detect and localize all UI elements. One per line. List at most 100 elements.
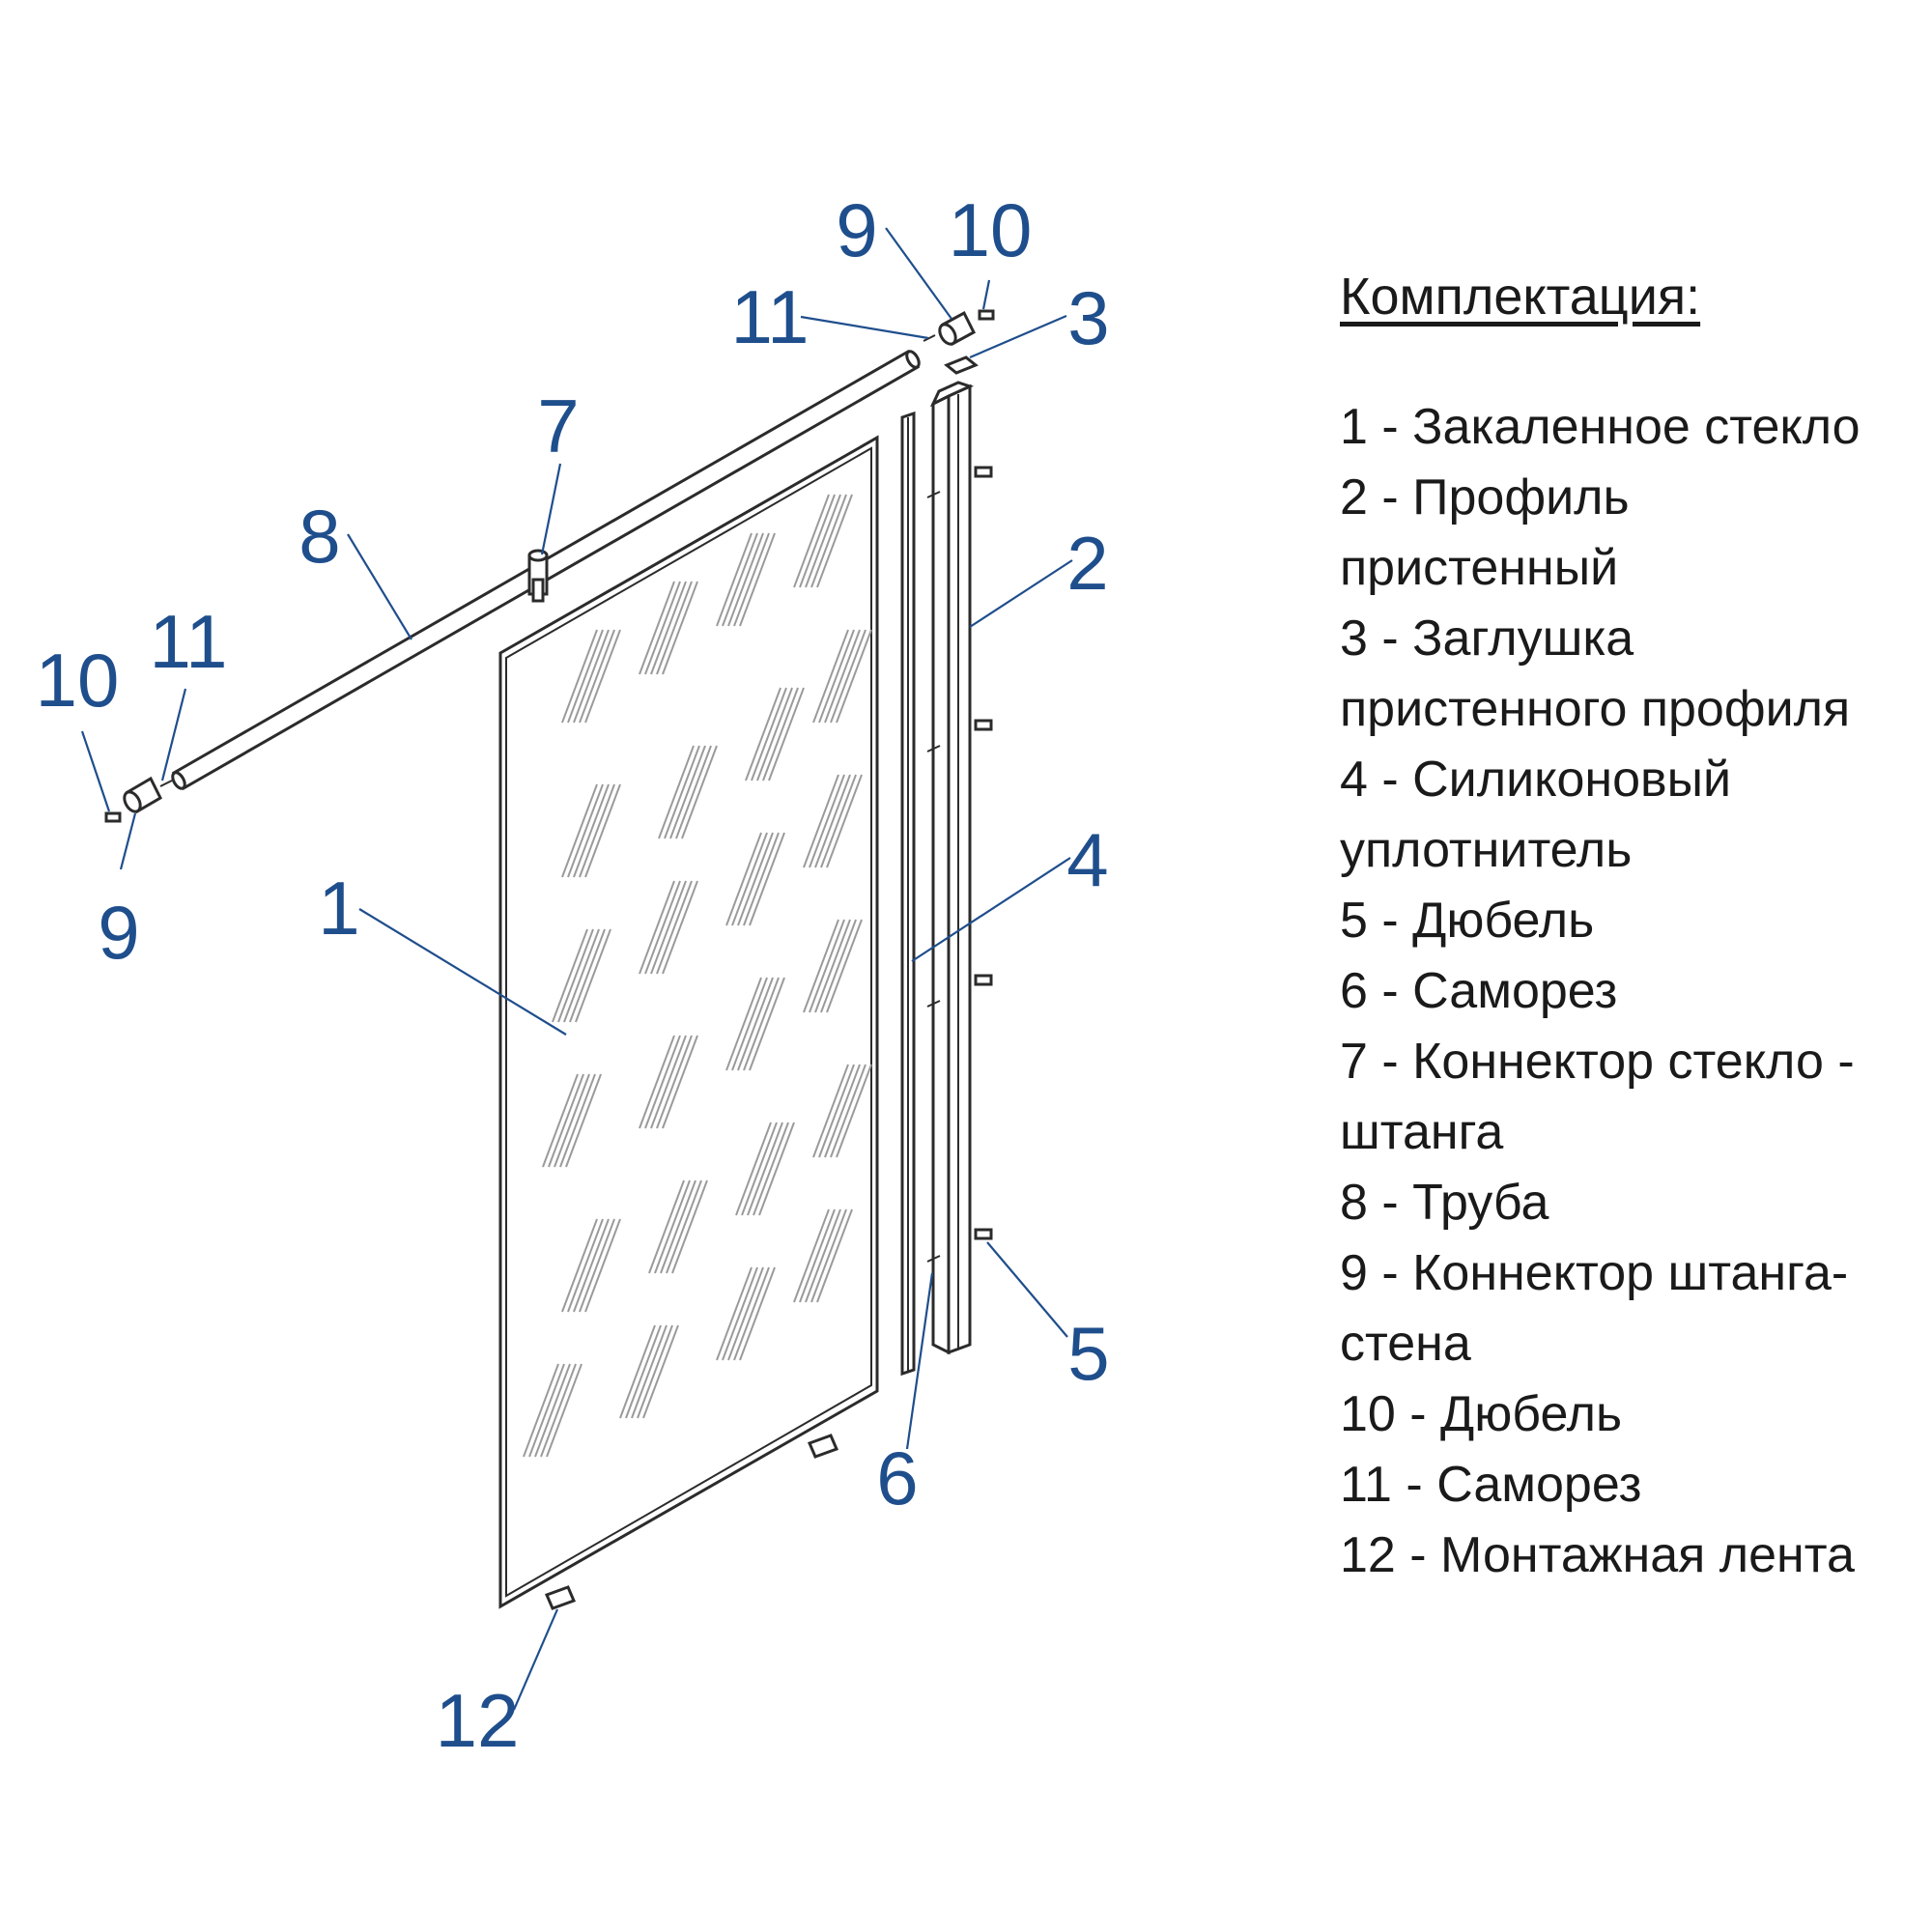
- reflection-line: [548, 1073, 584, 1168]
- reflection-line: [743, 977, 780, 1071]
- reflection-line: [803, 919, 839, 1013]
- reflection-line: [658, 745, 695, 839]
- reflection-line: [716, 532, 753, 627]
- rod-wall-connector-left: [123, 776, 162, 814]
- reflection-line: [563, 928, 600, 1023]
- reflection-line: [745, 687, 781, 781]
- legend-item: 8 - Труба: [1340, 1175, 1549, 1231]
- callout-4: 4: [1066, 817, 1108, 902]
- reflection-line: [656, 880, 693, 975]
- reflection-line: [820, 919, 857, 1013]
- reflection-line: [559, 1073, 596, 1168]
- reflection-line: [573, 629, 610, 724]
- callout-3: 3: [1067, 275, 1109, 360]
- reflection-line: [567, 1218, 604, 1313]
- reflection-line: [737, 832, 774, 926]
- silicone-seal: [900, 411, 916, 1377]
- legend-item: пристенного профиля: [1340, 681, 1851, 737]
- self-tapping-screws: [926, 491, 941, 1263]
- legend-item: 7 - Коннектор стекло -: [1340, 1034, 1855, 1090]
- reflection-line: [722, 532, 758, 627]
- legend-item: 2 - Профиль пристенный: [1340, 469, 1630, 596]
- glass-reflection-hatching: [523, 494, 872, 1458]
- profile-end-cap: [944, 355, 979, 375]
- reflection-line: [662, 581, 698, 675]
- legend-item: 3 - Заглушка: [1340, 611, 1634, 667]
- reflection-line: [669, 745, 706, 839]
- reflection-line: [810, 494, 847, 588]
- reflection-line: [725, 977, 762, 1071]
- reflection-line: [573, 1218, 610, 1313]
- reflection-line: [534, 1363, 571, 1458]
- reflection-line: [639, 880, 675, 975]
- reflection-line: [575, 928, 611, 1023]
- reflection-line: [793, 494, 830, 588]
- reflection-line: [523, 1363, 559, 1458]
- reflection-line: [751, 687, 787, 781]
- reflection-line: [731, 832, 768, 926]
- reflection-line: [567, 629, 604, 724]
- reflection-line: [830, 629, 867, 724]
- reflection-line: [810, 1208, 847, 1303]
- legend-item: 12 - Монтажная лента: [1340, 1527, 1855, 1583]
- reflection-line: [735, 1122, 772, 1216]
- rod-wall-connector-right: [938, 310, 976, 347]
- reflection-line: [579, 629, 615, 724]
- callout-8: 8: [298, 494, 340, 579]
- reflection-line: [814, 774, 851, 868]
- reflection-line: [554, 1073, 590, 1168]
- reflection-line: [656, 1035, 693, 1129]
- reflection-line: [799, 1208, 836, 1303]
- callout-11-left: 11: [150, 599, 228, 684]
- reflection-line: [642, 1324, 679, 1419]
- reflection-line: [561, 1218, 598, 1313]
- reflection-line: [540, 1363, 577, 1458]
- reflection-line: [739, 1266, 776, 1361]
- legend-item: 11 - Саморез: [1340, 1457, 1642, 1513]
- reflection-line: [820, 774, 857, 868]
- reflection-line: [799, 494, 836, 588]
- reflection-line: [818, 629, 855, 724]
- callout-6: 6: [876, 1435, 918, 1520]
- reflection-line: [826, 774, 863, 868]
- reflection-line: [824, 629, 861, 724]
- callout-10-top: 10: [949, 187, 1033, 272]
- callout-9-left: 9: [98, 890, 139, 975]
- legend-item: 6 - Саморез: [1340, 963, 1618, 1019]
- reflection-line: [824, 1064, 861, 1158]
- wall-profile: [929, 381, 975, 1355]
- reflection-line: [681, 745, 718, 839]
- reflection-line: [671, 1179, 708, 1274]
- callout-11-top: 11: [731, 274, 810, 359]
- callout-1: 1: [318, 866, 359, 951]
- legend-list: 1 - Закаленное стекло 2 - Профиль пристен…: [1340, 392, 1919, 1591]
- reflection-line: [812, 629, 849, 724]
- reflection-line: [805, 1208, 841, 1303]
- legend-item: уплотнитель: [1340, 822, 1633, 878]
- reflection-line: [584, 629, 621, 724]
- legend-item: 1 - Закаленное стекло: [1340, 399, 1861, 455]
- reflection-line: [569, 928, 606, 1023]
- reflection-line: [727, 1266, 764, 1361]
- reflection-line: [741, 1122, 778, 1216]
- reflection-line: [650, 581, 687, 675]
- reflection-line: [818, 1064, 855, 1158]
- reflection-line: [725, 832, 762, 926]
- reflection-line: [716, 1266, 753, 1361]
- reflection-line: [731, 977, 768, 1071]
- reflection-line: [816, 1208, 853, 1303]
- reflection-line: [546, 1363, 582, 1458]
- reflection-line: [552, 928, 588, 1023]
- reflection-line: [561, 629, 598, 724]
- callout-9-top: 9: [836, 187, 877, 272]
- reflection-line: [664, 745, 700, 839]
- reflection-line: [584, 783, 621, 878]
- reflection-line: [542, 1073, 579, 1168]
- reflection-line: [749, 977, 785, 1071]
- small-screws: [159, 334, 936, 787]
- reflection-line: [809, 774, 845, 868]
- reflection-line: [836, 1064, 872, 1158]
- reflection-line: [584, 1218, 621, 1313]
- legend-item: штанга: [1340, 1104, 1504, 1160]
- mounting-tape: [544, 1434, 839, 1610]
